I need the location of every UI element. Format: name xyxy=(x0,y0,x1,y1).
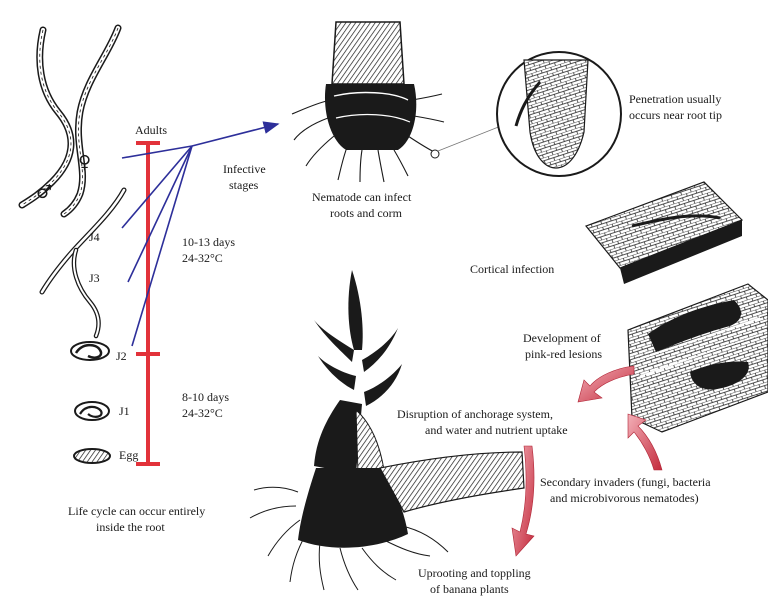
life-cycle-timeline-bar xyxy=(136,143,160,464)
duration-upper-temp: 24-32°C xyxy=(182,251,223,265)
duration-upper-days: 10-13 days xyxy=(182,235,235,249)
process-arrow-lesions-to-disruption xyxy=(578,366,634,402)
infective-label-line1: Infective xyxy=(223,162,266,176)
corm-label-line1: Nematode can infect xyxy=(312,190,412,204)
disruption-label-line2: and water and nutrient uptake xyxy=(425,423,568,437)
male-symbol: ♂ xyxy=(36,182,52,203)
disruption-label-line1: Disruption of anchorage system, xyxy=(397,407,553,421)
uprooting-label-line1: Uprooting and toppling xyxy=(418,566,531,580)
egg-illustration xyxy=(74,449,110,463)
j4-label: J4 xyxy=(89,230,100,244)
infective-label-line2: stages xyxy=(229,178,259,192)
uprooting-label-line2: of banana plants xyxy=(430,582,509,596)
lesion-tissue-illustration xyxy=(628,284,768,432)
j2-egg-illustration xyxy=(71,342,109,360)
j2-label: J2 xyxy=(116,349,127,363)
infected-corm-illustration xyxy=(292,22,506,182)
j1-label: J1 xyxy=(119,404,130,418)
j3-juvenile-illustration xyxy=(74,250,99,336)
root-tip-magnified-illustration xyxy=(497,52,621,176)
duration-lower-days: 8-10 days xyxy=(182,390,229,404)
lesions-label-line2: pink-red lesions xyxy=(525,347,602,361)
life-cycle-note-line1: Life cycle can occur entirely xyxy=(68,504,205,518)
cortical-infection-label: Cortical infection xyxy=(470,262,554,276)
egg-label: Egg xyxy=(119,448,138,462)
adults-label: Adults xyxy=(135,123,167,137)
lesions-label-line1: Development of xyxy=(523,331,601,345)
root-tip-label-line1: Penetration usually xyxy=(629,92,721,106)
j3-label: J3 xyxy=(89,271,100,285)
duration-lower-temp: 24-32°C xyxy=(182,406,223,420)
j1-egg-illustration xyxy=(75,402,109,420)
secondary-invaders-label-line2: and microbivorous nematodes) xyxy=(550,491,699,505)
secondary-invaders-label-line1: Secondary invaders (fungi, bacteria xyxy=(540,475,711,489)
root-tip-label-line2: occurs near root tip xyxy=(629,108,722,122)
corm-label-line2: roots and corm xyxy=(330,206,403,220)
life-cycle-note-line2: inside the root xyxy=(96,520,165,534)
j4-juvenile-illustration xyxy=(42,190,124,292)
cortical-infection-illustration xyxy=(586,182,742,284)
female-symbol: ♀ xyxy=(78,152,91,173)
